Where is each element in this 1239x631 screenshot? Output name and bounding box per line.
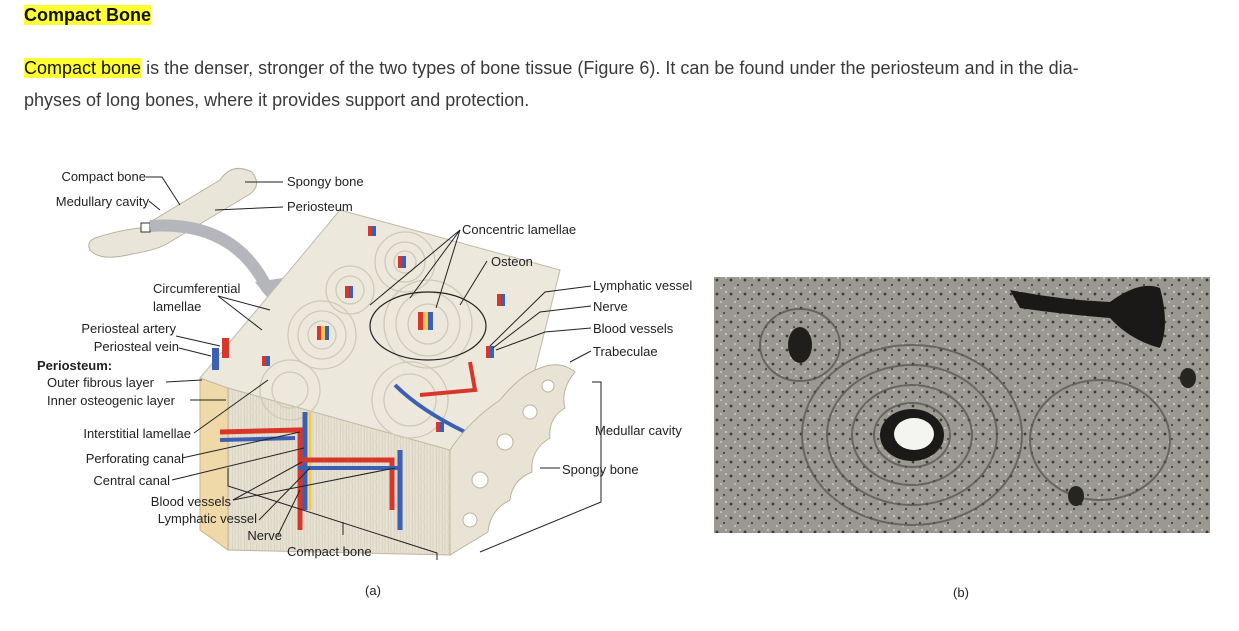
label-lamellae: lamellae [153, 299, 201, 314]
paragraph-line-1: is the denser, stronger of the two types… [141, 58, 1079, 78]
label-lymphatic-vessel-bottom: Lymphatic vessel [158, 511, 257, 526]
label-outer-fibrous: Outer fibrous layer [47, 375, 155, 390]
label-spongy-bone-top: Spongy bone [287, 174, 364, 189]
micrograph-canal-lumen [894, 418, 934, 450]
caption-a: (a) [365, 583, 381, 598]
periosteal-vein-icon [212, 348, 219, 370]
label-compact-bone: Compact bone [61, 169, 146, 184]
label-nerve-right: Nerve [593, 299, 628, 314]
micrograph-lamellae [759, 308, 1171, 526]
micrograph-canal-2 [788, 327, 812, 363]
bone-figure: Compact bone Medullary cavity Spongy bon… [0, 150, 1239, 626]
front-vessels [219, 412, 403, 530]
label-central-canal: Central canal [93, 473, 170, 488]
micrograph-cavity [1010, 285, 1165, 348]
osteon-rings [259, 231, 473, 439]
caption-b: (b) [953, 585, 969, 600]
label-concentric-lamellae: Concentric lamellae [462, 222, 576, 237]
label-perforating-canal: Perforating canal [86, 451, 184, 466]
label-nerve-bottom: Nerve [247, 528, 282, 543]
leader-lines [146, 176, 602, 560]
label-periosteal-vein: Periosteal vein [94, 339, 179, 354]
body-paragraph: Compact bone is the denser, stronger of … [24, 52, 1214, 116]
micrograph-canal-4 [1180, 368, 1196, 388]
label-osteon: Osteon [491, 254, 533, 269]
labels-a: Compact bone Medullary cavity Spongy bon… [37, 169, 692, 598]
label-blood-vessels-bottom: Blood vessels [151, 494, 232, 509]
label-inner-osteogenic: Inner osteogenic layer [47, 393, 176, 408]
long-bone-icon [88, 167, 257, 258]
canal-bundles [262, 226, 505, 434]
label-compact-bone-bottom: Compact bone [287, 544, 372, 559]
paragraph-line-2: physes of long bones, where it provides … [24, 90, 530, 110]
micrograph-b: (b) [714, 277, 1210, 600]
label-medullary-cavity: Medullary cavity [56, 194, 150, 209]
micrograph-canal-3 [1068, 486, 1084, 506]
label-lymphatic-vessel-right: Lymphatic vessel [593, 278, 692, 293]
label-periosteal-artery: Periosteal artery [81, 321, 176, 336]
zoom-arrow-icon [149, 219, 274, 293]
diagram-a [88, 167, 576, 556]
label-trabeculae: Trabeculae [593, 344, 658, 359]
spongy-bone [449, 364, 576, 556]
section-heading: Compact Bone [24, 5, 152, 25]
label-medullar-cavity: Medullar cavity [595, 423, 682, 438]
label-periosteum-top: Periosteum [287, 199, 353, 214]
label-periosteum-heading: Periosteum: [37, 358, 112, 373]
label-interstitial-lamellae: Interstitial lamellae [83, 426, 191, 441]
periosteal-artery-icon [222, 338, 229, 358]
label-spongy-bone-right: Spongy bone [562, 462, 639, 477]
label-circumferential: Circumferential [153, 281, 241, 296]
label-blood-vessels-right: Blood vessels [593, 321, 674, 336]
highlighted-term: Compact bone [24, 58, 142, 78]
figure-svg: Compact bone Medullary cavity Spongy bon… [37, 167, 1210, 600]
osteon-outline [369, 291, 487, 361]
